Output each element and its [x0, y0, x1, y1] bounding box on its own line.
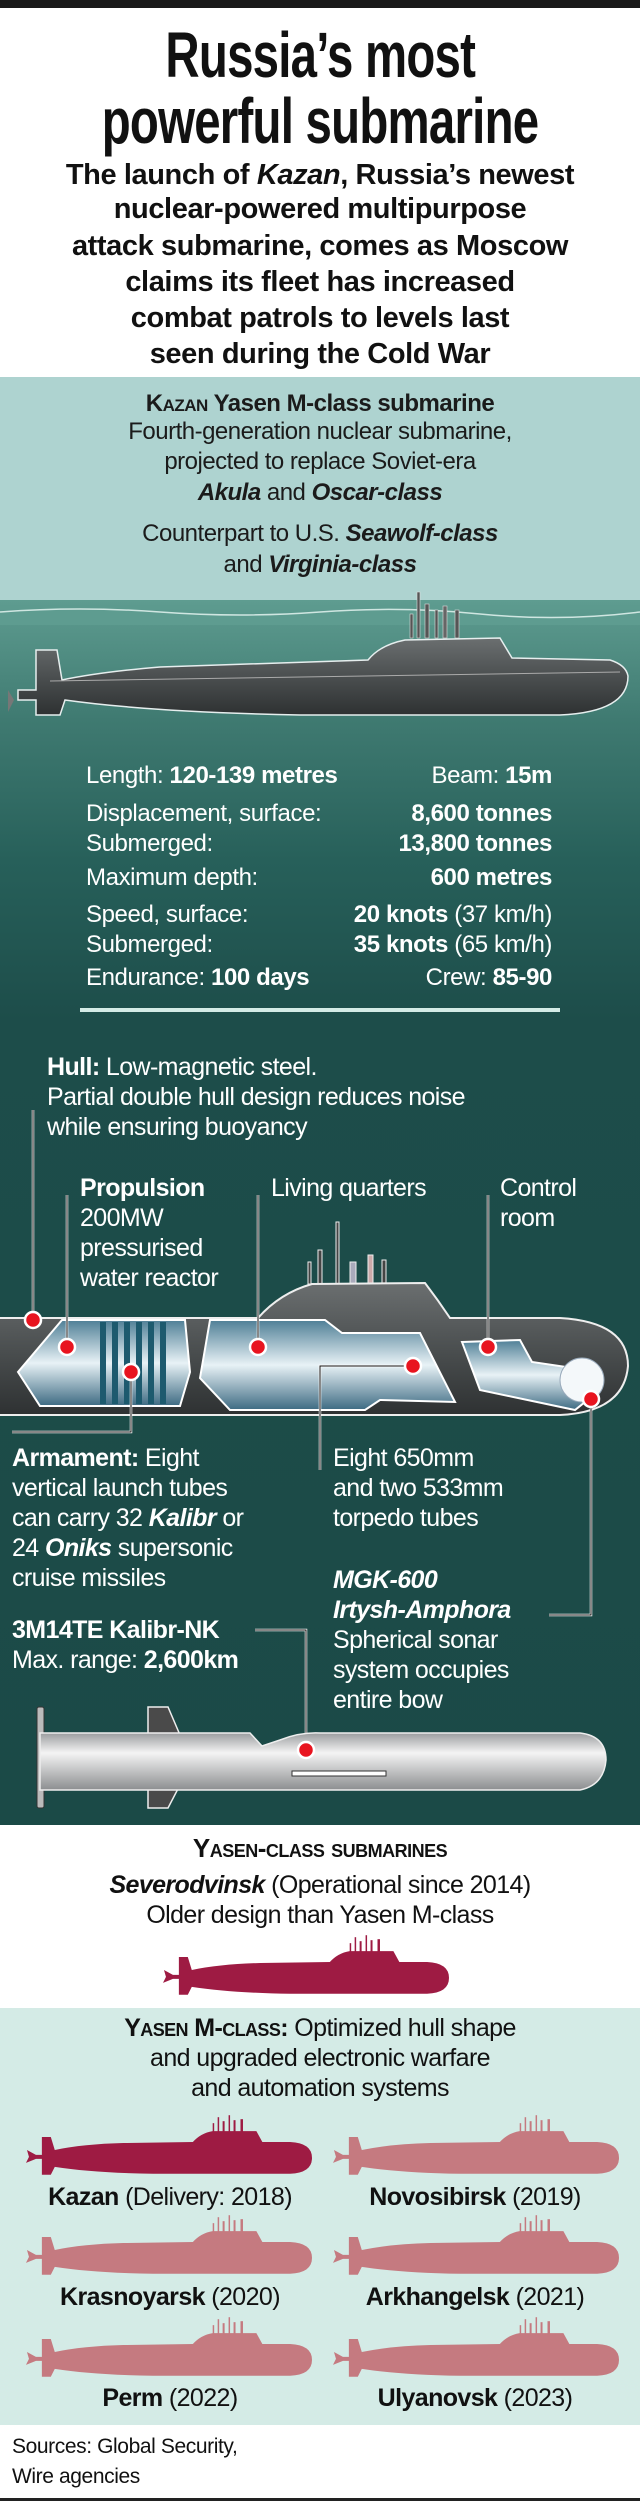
arkhangelsk-silhouette — [331, 2215, 619, 2275]
novosibirsk-silhouette — [331, 2115, 619, 2175]
sonar-marker — [581, 1389, 601, 1409]
water-surface — [0, 609, 640, 625]
control-room-marker — [478, 1337, 498, 1357]
perm-silhouette — [24, 2317, 312, 2377]
missile-marker — [296, 1740, 316, 1760]
intro-line: Akula and Oscar-class — [197, 479, 443, 506]
spec-depth: Maximum depth:600 metres — [86, 864, 552, 891]
propulsion-marker — [57, 1337, 77, 1357]
subtitle-line: seen during the Cold War — [149, 338, 491, 370]
spec-speed-submerged: Submerged:35 knots (65 km/h) — [86, 931, 552, 958]
kalibr-missile — [36, 1706, 607, 1809]
severodvinsk-label: Severodvinsk (Operational since 2014) — [109, 1871, 531, 1899]
ulyanovsk-silhouette — [331, 2317, 619, 2377]
yasen-m-line: and automation systems — [191, 2074, 449, 2102]
subtitle-line: combat patrols to levels last — [130, 302, 510, 334]
divider — [80, 1008, 560, 1012]
yasen-class-heading: Yasen-class submarines — [192, 1833, 448, 1863]
spec-speed: Speed, surface:20 knots (37 km/h) — [86, 901, 552, 928]
hull-callout: Hull: Low-magnetic steel.Partial double … — [47, 1053, 466, 1141]
kazan-side-view — [8, 591, 629, 716]
bottom-rule — [0, 2498, 640, 2501]
subtitle-line: nuclear-powered multipurpose — [113, 193, 527, 225]
armament-marker — [121, 1362, 141, 1382]
living-quarters-callout: Living quarters — [271, 1174, 427, 1202]
spec-displacement: Displacement, surface:8,600 tonnes — [86, 800, 552, 827]
intro-panel — [0, 377, 640, 614]
intro-heading: Kazan Yasen M-class submarine — [145, 390, 495, 417]
sources-line: Wire agencies — [12, 2465, 140, 2488]
krasnoyarsk-silhouette — [24, 2215, 312, 2275]
severodvinsk-silhouette — [161, 1935, 449, 1995]
severodvinsk-note: Older design than Yasen M-class — [146, 1901, 494, 1929]
yasen-m-heading: Yasen M-class: Optimized hull shape — [124, 2014, 516, 2042]
page-title-line-2: powerful submarine — [101, 85, 539, 157]
boat-label: Ulyanovsk (2023) — [377, 2384, 573, 2412]
kazan-silhouette — [24, 2115, 312, 2175]
subtitle-line: attack submarine, comes as Moscow — [71, 230, 569, 262]
boat-label: Perm (2022) — [102, 2384, 238, 2412]
page-title-line-1: Russia’s most — [165, 19, 475, 91]
yasen-m-line: and upgraded electronic warfare — [150, 2044, 491, 2072]
subtitle-line: The launch of Kazan, Russia’s newest — [65, 159, 575, 191]
sea-panel — [0, 600, 640, 1825]
hull-marker — [23, 1310, 43, 1330]
intro-counterpart: and Virginia-class — [223, 551, 417, 578]
spec-displacement-submerged: Submerged:13,800 tonnes — [86, 830, 552, 857]
subtitle-line: claims its fleet has increased — [125, 266, 515, 298]
intro-line: Fourth-generation nuclear submarine, — [128, 418, 512, 445]
boat-label: Krasnoyarsk (2020) — [60, 2283, 281, 2311]
submarine-illustrations — [0, 591, 640, 1809]
intro-line: projected to replace Soviet-era — [164, 448, 476, 475]
living-quarters-marker — [248, 1337, 268, 1357]
top-rule — [0, 0, 640, 8]
boat-label: Kazan (Delivery: 2018) — [48, 2183, 292, 2211]
torpedo-marker — [403, 1356, 423, 1376]
sources-line: Sources: Global Security, — [12, 2435, 238, 2458]
boat-label: Novosibirsk (2019) — [369, 2183, 581, 2211]
intro-counterpart: Counterpart to U.S. Seawolf-class — [142, 520, 498, 547]
boat-label: Arkhangelsk (2021) — [365, 2283, 585, 2311]
